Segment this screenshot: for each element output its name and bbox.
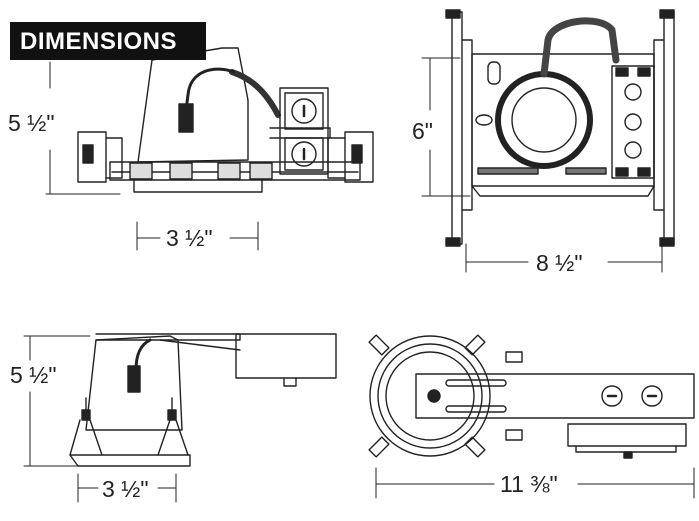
aperture-ring-inner xyxy=(511,87,577,153)
leg-right xyxy=(157,397,189,456)
mount-bar-right xyxy=(663,11,675,245)
clip-left xyxy=(129,162,153,180)
dim-lines-top-right xyxy=(421,57,663,273)
mount-bar-left xyxy=(451,11,463,245)
junction-box-top xyxy=(611,65,655,179)
conduit-top-view xyxy=(540,17,620,78)
dim-bottom-right-length: 11 ⅜" xyxy=(498,471,560,498)
dim-top-right-height: 6" xyxy=(410,118,435,145)
bar-hanger-right xyxy=(344,131,374,183)
top-view-fixture xyxy=(445,9,675,247)
dim-top-left-height: 5 ½" xyxy=(6,110,57,137)
dim-bottom-left-width: 3 ½" xyxy=(100,476,151,503)
wire-connector-2 xyxy=(127,365,141,393)
dim-lines-bottom-right xyxy=(375,467,695,499)
dimensions-title-box: DIMENSIONS xyxy=(10,22,206,60)
dim-bottom-left-height: 5 ½" xyxy=(8,362,59,389)
junction-box xyxy=(279,87,329,175)
dim-lines-bottom-left xyxy=(23,335,177,503)
housing-body xyxy=(137,47,249,163)
frame-rail xyxy=(109,161,361,181)
dim-top-left-width: 3 ½" xyxy=(164,225,215,252)
side-view-2-fixture xyxy=(69,333,337,467)
dim-top-right-width: 8 ½" xyxy=(534,250,585,277)
junction-box-3 xyxy=(567,423,687,447)
bar-hanger-left xyxy=(77,131,107,183)
dim-lines-top-left xyxy=(45,61,259,251)
top-view-2-fixture xyxy=(368,334,695,459)
flex-conduit xyxy=(229,69,281,118)
wire-connector xyxy=(178,103,194,133)
side-view-fixture xyxy=(77,47,374,193)
housing-ring-outer xyxy=(369,335,491,457)
mount-bar-2 xyxy=(415,373,695,419)
wire-lead xyxy=(184,67,236,112)
dimensions-title: DIMENSIONS xyxy=(20,28,178,55)
junction-box-2 xyxy=(235,333,337,379)
